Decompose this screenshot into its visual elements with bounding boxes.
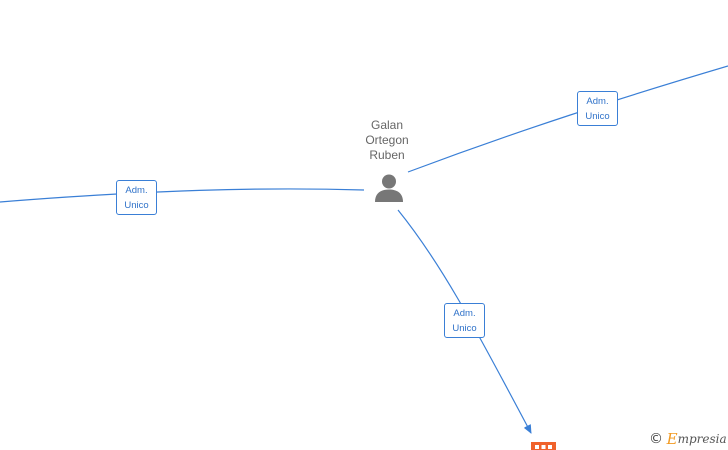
edge-down-to-company [397, 209, 532, 434]
person-name-line: Ruben [369, 148, 405, 162]
copyright-icon: © [649, 431, 663, 447]
edge-left [0, 188, 365, 203]
relation-role-line2: Unico [124, 200, 149, 211]
relation-role-line1: Adm. [453, 308, 476, 319]
company-building-icon[interactable] [531, 441, 556, 450]
watermark: © Empresia [649, 430, 727, 448]
relation-role-line1: Adm. [586, 96, 609, 107]
brand-logo-text: mpresia [677, 432, 727, 446]
edge-upper-right [407, 65, 728, 173]
relation-label-left[interactable]: Adm. Unico [116, 180, 157, 215]
person-icon[interactable] [373, 173, 405, 203]
relation-label-upper-right[interactable]: Adm. Unico [577, 91, 618, 126]
relation-role-line1: Adm. [125, 185, 148, 196]
brand-logo-initial: E [666, 430, 678, 448]
relation-role-line2: Unico [585, 111, 610, 122]
relation-label-lower[interactable]: Adm. Unico [444, 303, 485, 338]
person-name-line: Ortegon [365, 133, 409, 147]
relation-role-line2: Unico [452, 323, 477, 334]
person-name-line: Galan [370, 118, 404, 132]
person-name[interactable]: Galan Ortegon Ruben [346, 118, 428, 163]
